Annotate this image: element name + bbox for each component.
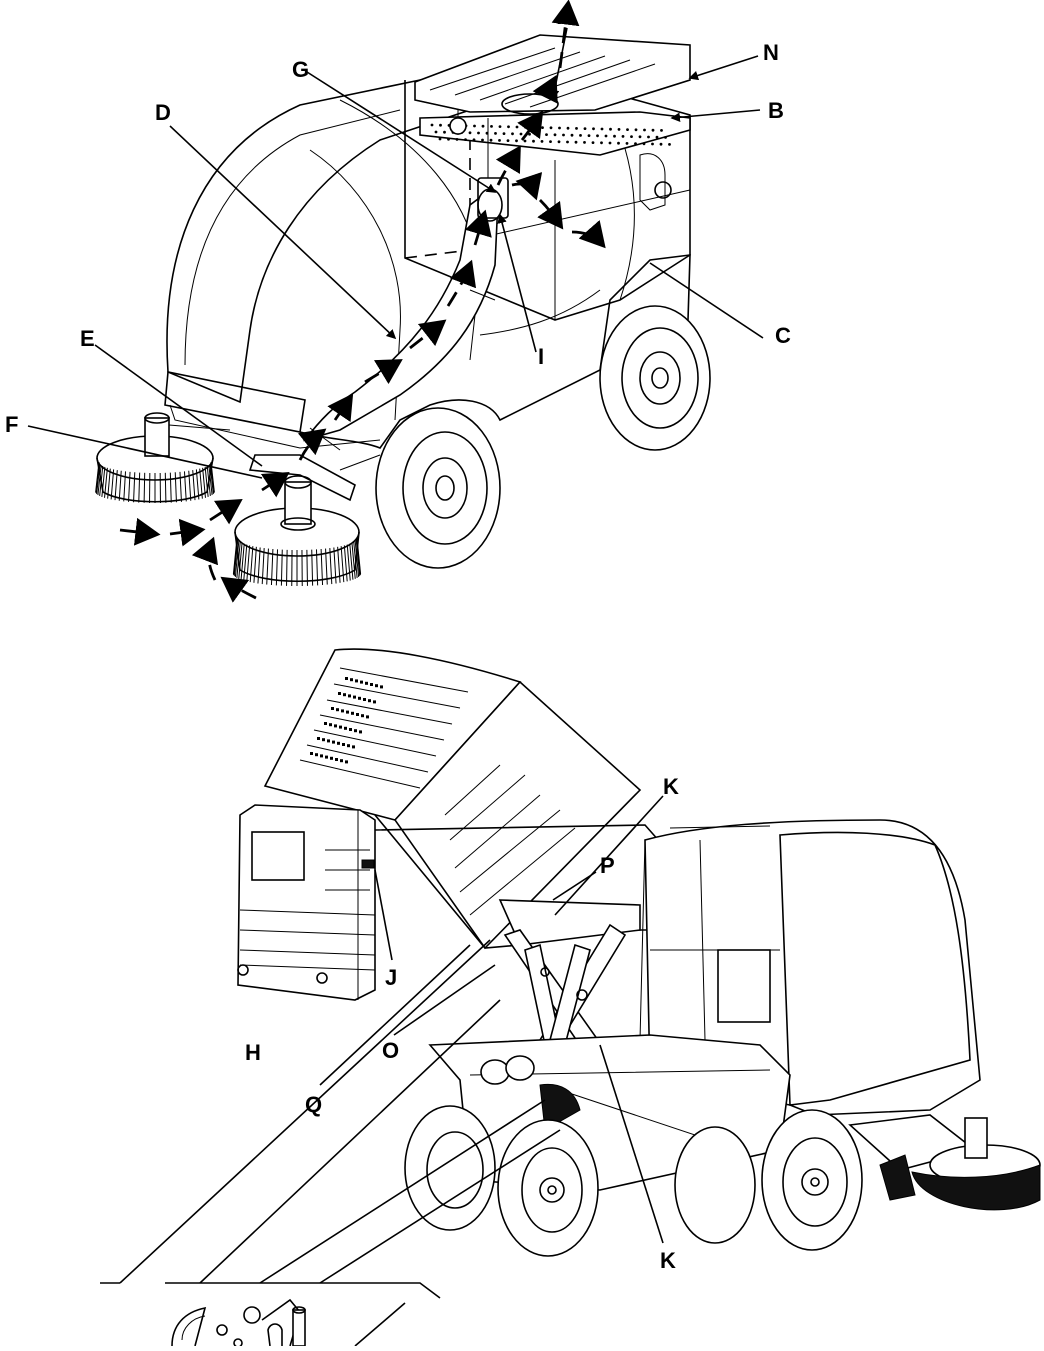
mouth-arm <box>340 455 380 470</box>
inset-detail <box>100 1283 440 1346</box>
bottom-wheel-rear-left <box>405 1106 495 1230</box>
callout-G: G <box>292 57 309 82</box>
callout-Q: Q <box>305 1092 322 1117</box>
left-side-brush <box>96 413 230 503</box>
callout-C: C <box>775 323 791 348</box>
bottom-wheel-rear-right <box>498 1120 598 1256</box>
front-bumper <box>165 372 305 432</box>
bottom-figure-hopper-lift: K P J H O Q K <box>100 649 1040 1346</box>
side-latch-knob <box>655 182 671 198</box>
bottom-wheel-front-right <box>762 1110 862 1250</box>
callout-F: F <box>5 412 18 437</box>
callout-A: A <box>557 4 573 29</box>
lamp-2 <box>506 1056 534 1080</box>
callout-K-top: K <box>663 774 679 799</box>
callout-B: B <box>768 98 784 123</box>
filter-cassette <box>238 805 375 1000</box>
callout-K-bottom: K <box>660 1248 676 1273</box>
bottom-wheel-front-left <box>675 1127 755 1243</box>
callout-J: J <box>385 965 397 990</box>
callout-N: N <box>763 40 779 65</box>
callout-E: E <box>80 326 95 351</box>
callout-D: D <box>155 100 171 125</box>
lamp <box>481 1060 509 1084</box>
top-figure-sweeper: A B C D E F G I N <box>5 4 791 598</box>
callout-P: P <box>600 853 615 878</box>
callout-I: I <box>538 344 544 369</box>
callout-H: H <box>245 1040 261 1065</box>
callout-O: O <box>382 1038 399 1063</box>
hopper-lid <box>415 35 690 112</box>
rear-wheel <box>600 306 710 450</box>
suction-hose <box>305 190 498 440</box>
lid-knob <box>450 118 466 134</box>
front-wheel <box>376 408 500 568</box>
